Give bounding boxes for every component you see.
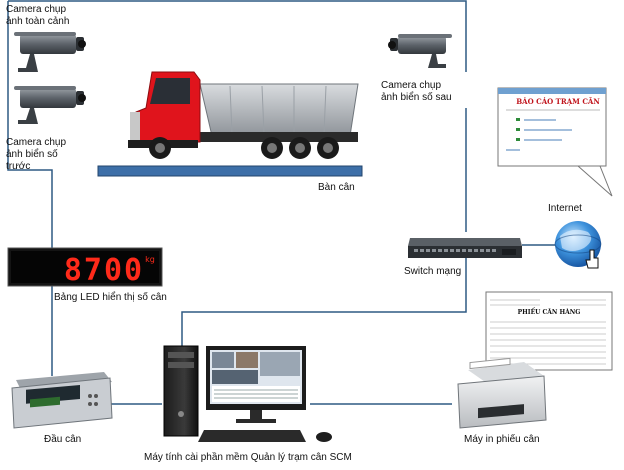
desktop-computer-icon: [163, 345, 332, 442]
software-screen: [212, 352, 300, 402]
camera-icon: [388, 34, 452, 68]
camera-icon: [14, 32, 86, 72]
label-switch: Switch mạng: [404, 266, 462, 277]
link-switch-computer: [181, 258, 467, 346]
weighing-ticket: PHIẾU CÂN HÀNG: [485, 291, 613, 371]
label-scale: Bàn cân: [318, 182, 355, 193]
ticket-title: PHIẾU CÂN HÀNG: [518, 308, 581, 316]
weighing-indicator-icon: [11, 372, 113, 429]
led-board: 8700 kg: [7, 247, 163, 288]
network-switch-icon: [408, 238, 522, 258]
label-indicator: Đầu cân: [44, 434, 82, 445]
label-camera-front: Camera chụp ảnh biển số trước: [6, 137, 67, 172]
report-title: BÁO CÁO TRẠM CÂN: [516, 97, 600, 106]
label-led-board: Bảng LED hiển thị số cân: [54, 292, 167, 303]
report-window: BÁO CÁO TRẠM CÂN: [497, 87, 613, 197]
led-reading: 8700: [64, 253, 144, 288]
label-printer: Máy in phiếu cân: [464, 434, 540, 445]
label-internet: Internet: [548, 203, 582, 214]
link-top-bus: [8, 0, 467, 72]
laser-printer-icon: [457, 357, 547, 429]
led-unit: kg: [145, 255, 155, 264]
scale-platform: [97, 165, 363, 177]
label-computer: Máy tính cài phần mềm Quản lý trạm cân S…: [144, 452, 352, 463]
dump-truck-icon: [128, 71, 359, 159]
label-camera-overview: Camera chụp ảnh toàn cảnh: [6, 4, 70, 27]
connection-lines: [7, 0, 560, 405]
cursor-hand-icon: [585, 249, 599, 269]
camera-icon: [14, 86, 86, 124]
label-camera-rear: Camera chụp ảnh biển số sau: [381, 80, 452, 103]
